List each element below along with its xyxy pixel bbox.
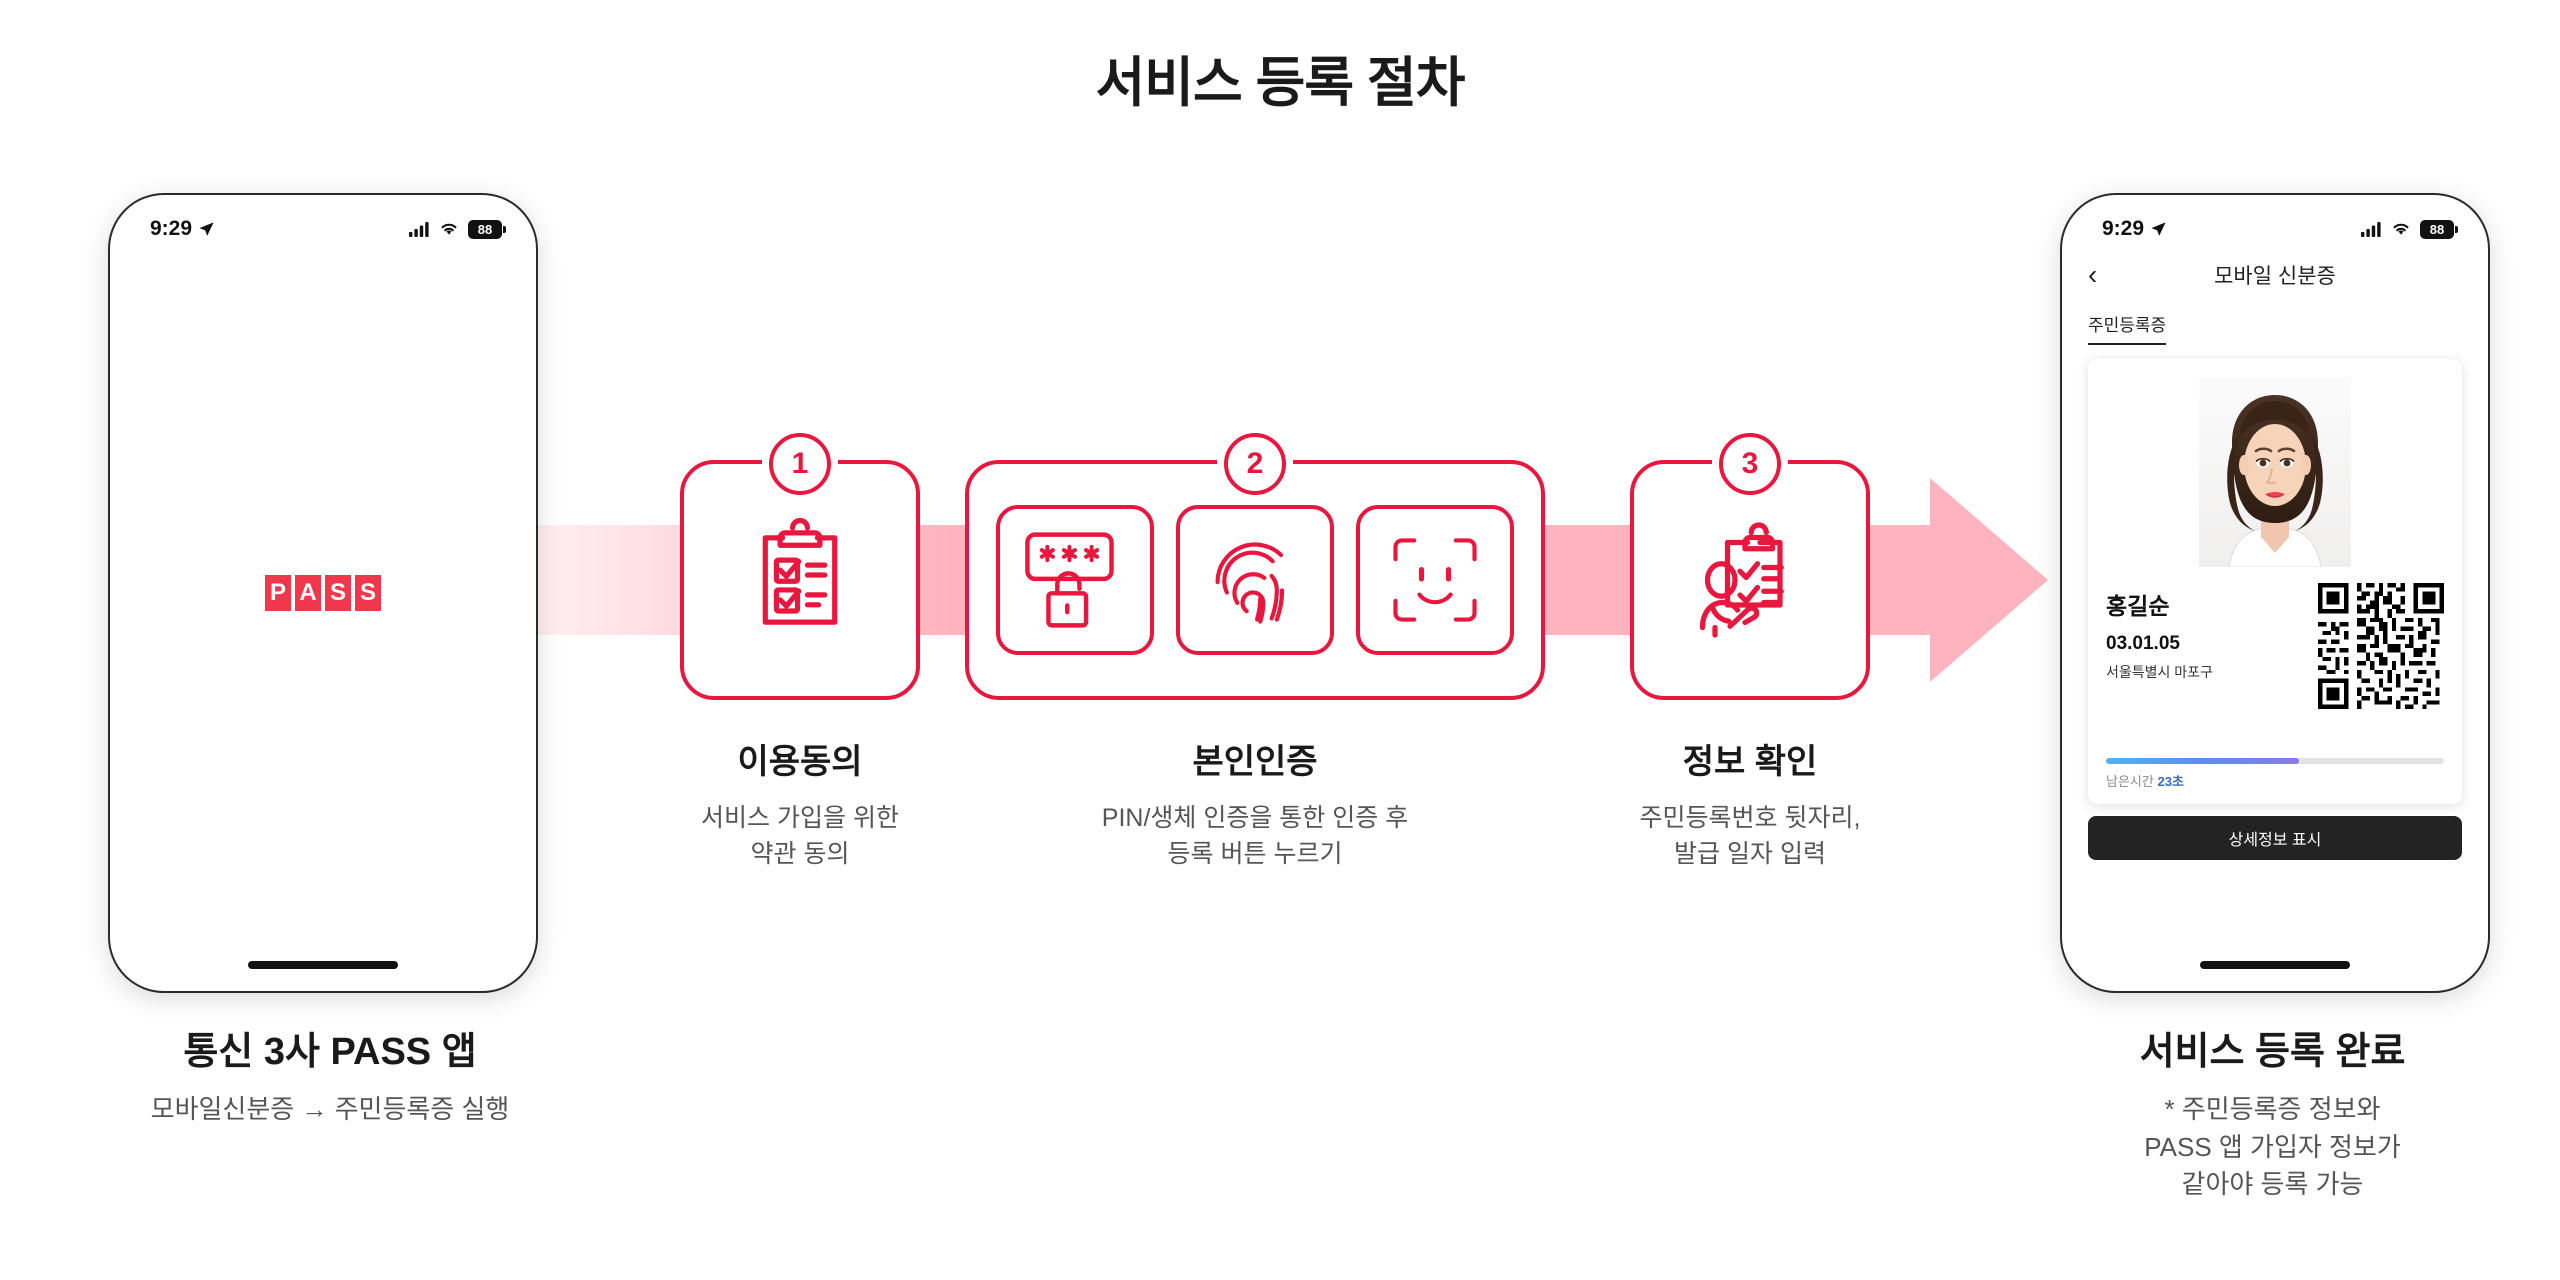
id-text-block: 홍길순 03.01.05 서울특별시 마포구	[2106, 583, 2310, 709]
step-3-description: 주민등록번호 뒷자리, 발급 일자 입력	[1639, 804, 1861, 868]
wifi-icon	[441, 223, 457, 235]
home-indicator	[2200, 961, 2350, 969]
id-address: 서울특별시 마포구	[2106, 664, 2213, 680]
status-bar-right: 9:29 88	[2062, 195, 2488, 249]
caption-left-subtitle: 모바일신분증 → 주민등록증 실행	[150, 1094, 510, 1124]
step-1-description: 서비스 가입을 위한 약관 동의	[701, 804, 899, 868]
status-time-group: 9:29	[150, 217, 215, 241]
timer-label: 남은시간 23초	[2106, 771, 2444, 790]
pass-logo-letter: P	[265, 575, 291, 611]
status-icons-group: 88	[409, 219, 506, 239]
caption-right: 서비스 등록 완료 * 주민등록증 정보와 PASS 앱 가입자 정보가 같아야…	[1985, 1020, 2560, 1204]
timer-value: 23초	[2157, 774, 2184, 789]
pass-logo-letter: S	[325, 575, 351, 611]
caption-right-title: 서비스 등록 완료	[2139, 1031, 2406, 1073]
tab-resident-registration[interactable]: 주민등록증	[2088, 311, 2167, 345]
phone-left-pass-app: 9:29 88 P A S	[108, 193, 538, 993]
step-2-icon-box: 2	[965, 433, 1545, 700]
status-icons-group: 88	[2361, 219, 2458, 239]
clipboard-checklist-icon	[762, 518, 838, 625]
step-3-title: 정보 확인	[1682, 743, 1818, 781]
pass-logo-letter: A	[295, 575, 321, 611]
timer-track	[2106, 758, 2444, 764]
caption-right-subtitle: * 주민등록증 정보와 PASS 앱 가입자 정보가 같아야 등록 가능	[2144, 1094, 2401, 1200]
fingerprint-icon	[1215, 542, 1285, 624]
step-2-description: PIN/생체 인증을 통한 인증 후 등록 버튼 누르기	[1101, 804, 1409, 868]
step-2-fingerprint-box	[1176, 505, 1334, 655]
pin-password-lock-icon	[1025, 532, 1114, 628]
qr-code	[2318, 583, 2444, 709]
portrait-illustration	[2199, 377, 2351, 567]
status-bar-left: 9:29 88	[110, 195, 536, 249]
id-details-row: 홍길순 03.01.05 서울특별시 마포구	[2106, 583, 2444, 709]
step-3: 3 정보 확인 주민등록번호 뒷자리, 발급 일자 입력	[1610, 433, 1890, 872]
step-3-icon-box: 3	[1630, 433, 1870, 700]
step-2-pin-box	[996, 505, 1154, 655]
status-time-text: 9:29	[150, 217, 193, 240]
step-2: 2	[965, 433, 1545, 872]
wifi-icon	[2393, 223, 2409, 235]
chevron-left-icon[interactable]: ‹	[2088, 259, 2098, 290]
caption-left: 통신 3사 PASS 앱 모바일신분증 → 주민등록증 실행	[20, 1020, 640, 1129]
step-1-number-badge: 1	[769, 433, 831, 495]
phone-right-mobile-id: 9:29 88 ‹ 모바일 신분증	[2060, 193, 2490, 993]
step-1-icon-box: 1	[680, 433, 920, 700]
face-id-icon	[1393, 538, 1477, 622]
show-details-button[interactable]: 상세정보 표시	[2088, 816, 2462, 860]
cellular-signal-icon	[409, 222, 429, 237]
step-2-number-badge: 2	[1224, 433, 1286, 495]
status-time-text: 9:29	[2102, 217, 2145, 240]
step-3-number-badge: 3	[1719, 433, 1781, 495]
portrait-wrapper	[2106, 377, 2444, 567]
step-2-faceid-box	[1356, 505, 1514, 655]
id-name: 홍길순	[2106, 593, 2170, 619]
process-arrow-head	[1930, 478, 2048, 682]
location-arrow-icon	[199, 221, 214, 236]
id-card: 홍길순 03.01.05 서울특별시 마포구	[2088, 359, 2462, 804]
step-1: 1 이용동의 서비스 가입을 위한 약관 동의	[660, 433, 940, 872]
location-arrow-icon	[2151, 221, 2166, 236]
pass-logo-letter: S	[355, 575, 381, 611]
id-birth-date: 03.01.05	[2106, 633, 2180, 654]
timer-prefix: 남은시간	[2106, 774, 2154, 789]
nav-title: 모바일 신분증	[2214, 265, 2336, 288]
id-portrait-photo	[2199, 377, 2351, 567]
home-indicator	[248, 961, 398, 969]
pass-logo: P A S S	[265, 575, 381, 611]
timer-fill	[2106, 758, 2299, 764]
app-navbar: ‹ 모바일 신분증	[2062, 249, 2488, 301]
step-1-title: 이용동의	[737, 743, 863, 781]
validity-timer: 남은시간 23초	[2106, 758, 2444, 790]
status-time-group: 9:29	[2102, 217, 2167, 241]
battery-indicator: 88	[468, 219, 506, 239]
cellular-signal-icon	[2361, 222, 2381, 237]
step-2-title: 본인인증	[1192, 743, 1318, 781]
id-type-tabs: 주민등록증	[2062, 301, 2488, 345]
caption-left-title: 통신 3사 PASS 앱	[183, 1031, 477, 1073]
page-title: 서비스 등록 절차	[1095, 53, 1466, 113]
battery-indicator: 88	[2420, 219, 2458, 239]
person-clipboard-icon	[1699, 522, 1784, 638]
